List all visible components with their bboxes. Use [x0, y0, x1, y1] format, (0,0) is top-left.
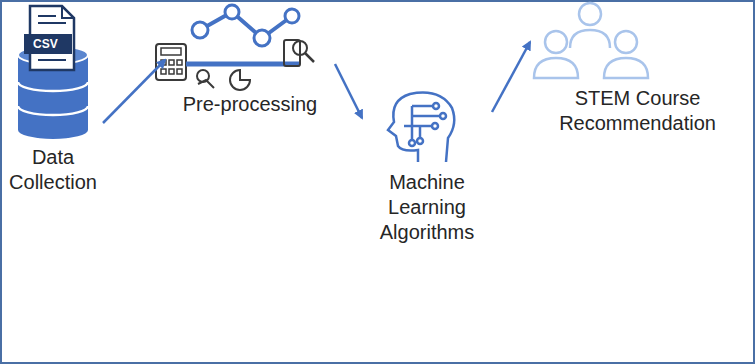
- flow-arrow: [103, 60, 165, 123]
- node-label: Data Collection: [3, 145, 103, 195]
- database-icon: [18, 6, 88, 139]
- flow-arrow: [335, 64, 362, 118]
- flow-arrow: [492, 42, 530, 112]
- preprocessing-icon: [156, 5, 314, 90]
- people-icon: [534, 3, 648, 78]
- node-label: Pre-processing: [183, 92, 318, 117]
- node-label: Machine Learning Algorithms: [362, 170, 492, 245]
- algorithm-node: Machine Learning Algorithms: [362, 90, 492, 245]
- data-source-node: Data Collection: [3, 8, 103, 195]
- file-type-label: CSV: [33, 37, 58, 51]
- brain-head-icon: [388, 93, 454, 162]
- process-step-node: Pre-processing: [165, 2, 335, 117]
- output-node: STEM Course Recommendation: [530, 0, 745, 136]
- node-label: STEM Course Recommendation: [530, 86, 745, 136]
